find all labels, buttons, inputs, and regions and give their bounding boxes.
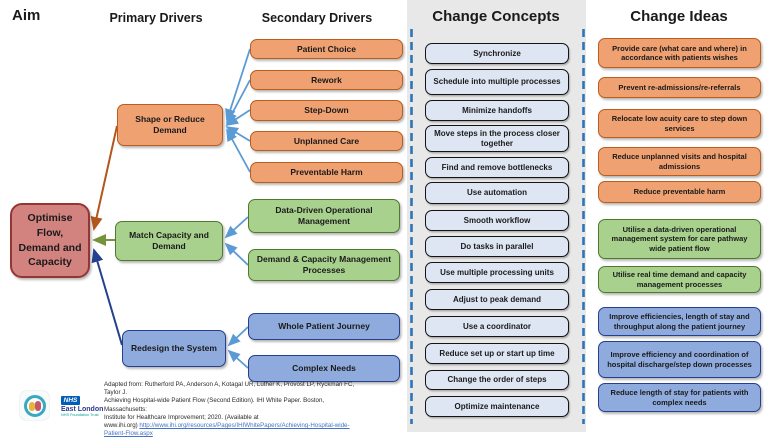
secondary-driver-complex-needs: Complex Needs: [248, 355, 400, 382]
citation-line3: Institute for Healthcare Improvement; 20…: [104, 413, 259, 421]
change-idea-improve-efficiencies-throughput: Improve efficiencies, length of stay and…: [598, 307, 761, 336]
citation-line4-prefix: www.ihi.org): [104, 421, 140, 429]
change-concept-use-multiple-processing-units: Use multiple processing units: [425, 262, 569, 283]
change-idea-prevent-readmissions: Prevent re-admissions/re-referrals: [598, 77, 761, 98]
change-concept-move-steps-closer: Move steps in the process closer togethe…: [425, 125, 569, 152]
aim-header: Aim: [12, 7, 41, 24]
secondary-driver-rework: Rework: [250, 70, 403, 90]
change-concept-smooth-workflow: Smooth workflow: [425, 210, 569, 231]
change-idea-data-driven-management-system: Utilise a data-driven operational manage…: [598, 219, 761, 259]
emblem-ring: [23, 394, 46, 417]
change-concept-adjust-to-peak-demand: Adjust to peak demand: [425, 289, 569, 310]
secondary-driver-preventable-harm: Preventable Harm: [250, 162, 403, 183]
change-concept-synchronize: Synchronize: [425, 43, 569, 64]
aim-node: Optimise Flow, Demand and Capacity: [10, 203, 90, 278]
nhs-east-london-logo: NHS East London NHS Foundation Trust: [61, 396, 103, 417]
change-concept-use-a-coordinator: Use a coordinator: [425, 316, 569, 337]
emblem-figure-yellow: [28, 401, 35, 411]
change-ideas-header: Change Ideas: [630, 8, 728, 25]
primary-driver-match-capacity-and-demand: Match Capacity and Demand: [115, 221, 223, 261]
elft-emblem-logo: [20, 391, 49, 420]
secondary-driver-data-driven-operational-management: Data-Driven Operational Management: [248, 199, 400, 233]
primary-driver-redesign-the-system: Redesign the System: [122, 330, 226, 367]
change-idea-real-time-demand-capacity: Utilise real time demand and capacity ma…: [598, 266, 761, 293]
change-concept-reduce-setup-time: Reduce set up or start up time: [425, 343, 569, 364]
citation-line1: Adapted from: Rutherford PA, Anderson A,…: [104, 381, 355, 397]
change-concepts-header: Change Concepts: [432, 8, 560, 25]
change-idea-reduce-preventable-harm: Reduce preventable harm: [598, 181, 761, 203]
secondary-driver-patient-choice: Patient Choice: [250, 39, 403, 59]
change-idea-reduce-los-complex-needs: Reduce length of stay for patients with …: [598, 383, 761, 412]
change-concept-minimize-handoffs: Minimize handoffs: [425, 100, 569, 121]
nhs-logo-block: NHS: [61, 396, 80, 405]
secondary-drivers-header: Secondary Drivers: [261, 11, 373, 25]
emblem-figure-red: [34, 400, 41, 411]
change-concept-schedule-into-multiple-processes: Schedule into multiple processes: [425, 69, 569, 95]
citation: Adapted from: Rutherford PA, Anderson A,…: [104, 381, 356, 438]
secondary-driver-demand-capacity-management-processes: Demand & Capacity Management Processes: [248, 249, 400, 281]
citation-link[interactable]: http://www.ihi.org/resources/Pages/IHIWh…: [104, 421, 350, 438]
change-concept-change-order-of-steps: Change the order of steps: [425, 370, 569, 390]
nhs-trust-subtitle: NHS Foundation Trust: [61, 413, 99, 417]
change-concept-do-tasks-in-parallel: Do tasks in parallel: [425, 236, 569, 257]
change-concept-find-remove-bottlenecks: Find and remove bottlenecks: [425, 157, 569, 178]
citation-line2: Achieving Hospital-wide Patient Flow (Se…: [104, 397, 325, 413]
secondary-driver-whole-patient-journey: Whole Patient Journey: [248, 313, 400, 340]
secondary-driver-unplanned-care: Unplanned Care: [250, 131, 403, 151]
change-idea-reduce-unplanned-visits: Reduce unplanned visits and hospital adm…: [598, 147, 761, 176]
primary-driver-shape-or-reduce-demand: Shape or Reduce Demand: [117, 104, 223, 146]
nhs-trust-name: East London: [61, 406, 104, 413]
change-concept-use-automation: Use automation: [425, 182, 569, 204]
primary-drivers-header: Primary Drivers: [109, 11, 203, 25]
change-concept-optimize-maintenance: Optimize maintenance: [425, 396, 569, 417]
change-idea-provide-care-patient-wishes: Provide care (what care and where) in ac…: [598, 38, 761, 68]
change-idea-relocate-low-acuity-care: Relocate low acuity care to step down se…: [598, 109, 761, 138]
secondary-driver-step-down: Step-Down: [250, 100, 403, 121]
change-idea-improve-discharge-coordination: Improve efficiency and coordination of h…: [598, 341, 761, 378]
